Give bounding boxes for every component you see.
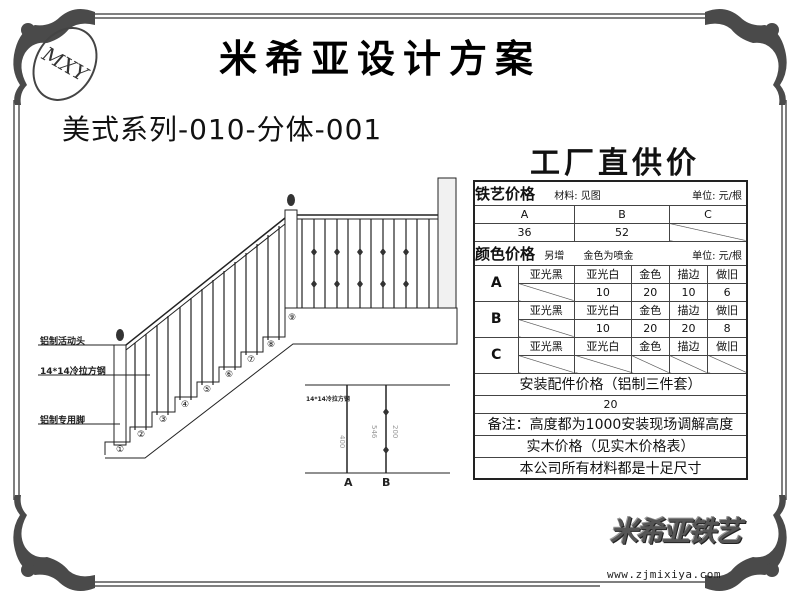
accessory-price: 20 bbox=[473, 394, 748, 414]
color-price-cell: 20 bbox=[630, 282, 670, 302]
iron-values-row: 36 52 bbox=[473, 222, 748, 242]
iron-material: 材料: 见图 bbox=[554, 190, 601, 202]
color-row-a-values: 10 20 10 6 bbox=[474, 282, 748, 302]
finish-label: 描边 bbox=[668, 264, 709, 284]
finish-label: 金色 bbox=[630, 336, 670, 356]
iron-col-b: B bbox=[574, 204, 670, 224]
iron-col-a: A bbox=[473, 204, 576, 224]
wood-price-row: 实木价格（见实木价格表） bbox=[473, 434, 748, 458]
color-price-cell bbox=[707, 354, 748, 374]
iron-price-title: 铁艺价格 bbox=[475, 184, 536, 203]
iron-col-c: C bbox=[668, 204, 748, 224]
iron-price-c bbox=[668, 222, 748, 242]
wood-price-note: 实木价格（见实木价格表） bbox=[473, 434, 748, 458]
accessory-title-row: 安装配件价格（铝制三件套） bbox=[473, 372, 748, 396]
baluster-b-label: B bbox=[382, 476, 391, 489]
color-price-cell bbox=[517, 318, 576, 338]
svg-text:④: ④ bbox=[181, 400, 189, 410]
svg-text:②: ② bbox=[137, 430, 145, 440]
finish-label: 做旧 bbox=[707, 336, 748, 356]
iron-price-a: 36 bbox=[473, 222, 576, 242]
color-price-title: 颜色价格 bbox=[475, 244, 536, 263]
svg-text:⑦: ⑦ bbox=[247, 355, 255, 365]
guarantee-row: 本公司所有材料都是十足尺寸 bbox=[473, 456, 748, 480]
finish-label: 亚光黑 bbox=[517, 264, 576, 284]
guarantee-text: 本公司所有材料都是十足尺寸 bbox=[473, 456, 748, 480]
accessory-title: 安装配件价格（铝制三件套） bbox=[473, 372, 748, 396]
iron-columns-row: A B C bbox=[473, 204, 748, 224]
price-table: 铁艺价格 材料: 见图 单位: 元/根 A B C 36 52 颜色价格 另增 … bbox=[473, 180, 748, 480]
callout-aluminum-foot: 铝制专用脚 bbox=[40, 416, 86, 426]
svg-text:400: 400 bbox=[338, 435, 346, 448]
color-note-extra: 另增 bbox=[544, 250, 565, 262]
page-title: 米希亚设计方案 bbox=[218, 36, 541, 81]
color-price-cell: 20 bbox=[630, 318, 670, 338]
color-row-b-values: 10 20 20 8 bbox=[474, 318, 748, 338]
baluster-a-label: A bbox=[344, 476, 353, 489]
finish-label: 亚光黑 bbox=[517, 300, 576, 320]
remark-text: 备注：高度都为1000安装现场调解高度 bbox=[473, 412, 748, 436]
remark-row: 备注：高度都为1000安装现场调解高度 bbox=[473, 412, 748, 436]
svg-text:⑤: ⑤ bbox=[203, 385, 211, 395]
iron-price-b: 52 bbox=[574, 222, 670, 242]
product-code: 美式系列-010-分体-001 bbox=[62, 113, 383, 146]
iron-price-header-row: 铁艺价格 材料: 见图 单位: 元/根 bbox=[473, 180, 748, 206]
callout-steel-bar: 14*14冷拉方钢 bbox=[40, 367, 106, 377]
svg-text:③: ③ bbox=[159, 415, 167, 425]
iron-unit: 单位: 元/根 bbox=[692, 190, 742, 202]
color-price-cell: 20 bbox=[668, 318, 709, 338]
finish-label: 金色 bbox=[630, 300, 670, 320]
finish-label: 亚光白 bbox=[574, 336, 632, 356]
finish-label: 亚光黑 bbox=[517, 336, 576, 356]
svg-text:⑥: ⑥ bbox=[225, 370, 233, 380]
color-row-c-finishes: C 亚光黑 亚光白 金色 描边 做旧 bbox=[473, 336, 748, 374]
finish-label: 亚光白 bbox=[574, 264, 632, 284]
svg-text:①: ① bbox=[116, 445, 124, 455]
finish-label: 描边 bbox=[668, 336, 709, 356]
color-price-header-row: 颜色价格 另增 金色为喷金 单位: 元/根 bbox=[473, 240, 748, 266]
color-row-label: C bbox=[473, 336, 519, 374]
color-row-a-finishes: A 亚光黑 亚光白 金色 描边 做旧 bbox=[473, 264, 748, 302]
color-price-cell: 6 bbox=[707, 282, 748, 302]
svg-text:200: 200 bbox=[391, 425, 399, 438]
color-unit: 单位: 元/根 bbox=[692, 250, 742, 262]
brand-logo: 米希亚铁艺 bbox=[610, 515, 742, 548]
color-row-c-values bbox=[474, 354, 748, 374]
accessory-price-row: 20 bbox=[473, 394, 748, 414]
color-price-cell bbox=[517, 282, 576, 302]
color-note-gold: 金色为喷金 bbox=[583, 250, 634, 262]
color-price-cell: 10 bbox=[574, 282, 632, 302]
finish-label: 做旧 bbox=[707, 300, 748, 320]
color-price-cell bbox=[630, 354, 670, 374]
svg-text:⑨: ⑨ bbox=[288, 313, 296, 323]
svg-text:⑧: ⑧ bbox=[267, 340, 275, 350]
color-price-cell bbox=[517, 354, 576, 374]
color-price-cell: 10 bbox=[668, 282, 709, 302]
finish-label: 描边 bbox=[668, 300, 709, 320]
callout-aluminum-head: 铝制活动头 bbox=[40, 337, 86, 347]
svg-text:546: 546 bbox=[370, 425, 378, 439]
color-row-label: B bbox=[473, 300, 519, 338]
website-url[interactable]: www.zjmixiya.com bbox=[607, 568, 721, 581]
factory-price-heading: 工厂直供价 bbox=[530, 146, 700, 181]
color-row-label: A bbox=[473, 264, 519, 302]
color-price-cell bbox=[668, 354, 709, 374]
finish-label: 金色 bbox=[630, 264, 670, 284]
color-price-cell: 8 bbox=[707, 318, 748, 338]
color-price-cell bbox=[574, 354, 632, 374]
finish-label: 亚光白 bbox=[574, 300, 632, 320]
finish-label: 做旧 bbox=[707, 264, 748, 284]
color-price-cell: 10 bbox=[574, 318, 632, 338]
color-row-b-finishes: B 亚光黑 亚光白 金色 描边 做旧 bbox=[473, 300, 748, 338]
detail-label: 14*14冷拉方钢 bbox=[306, 396, 350, 403]
